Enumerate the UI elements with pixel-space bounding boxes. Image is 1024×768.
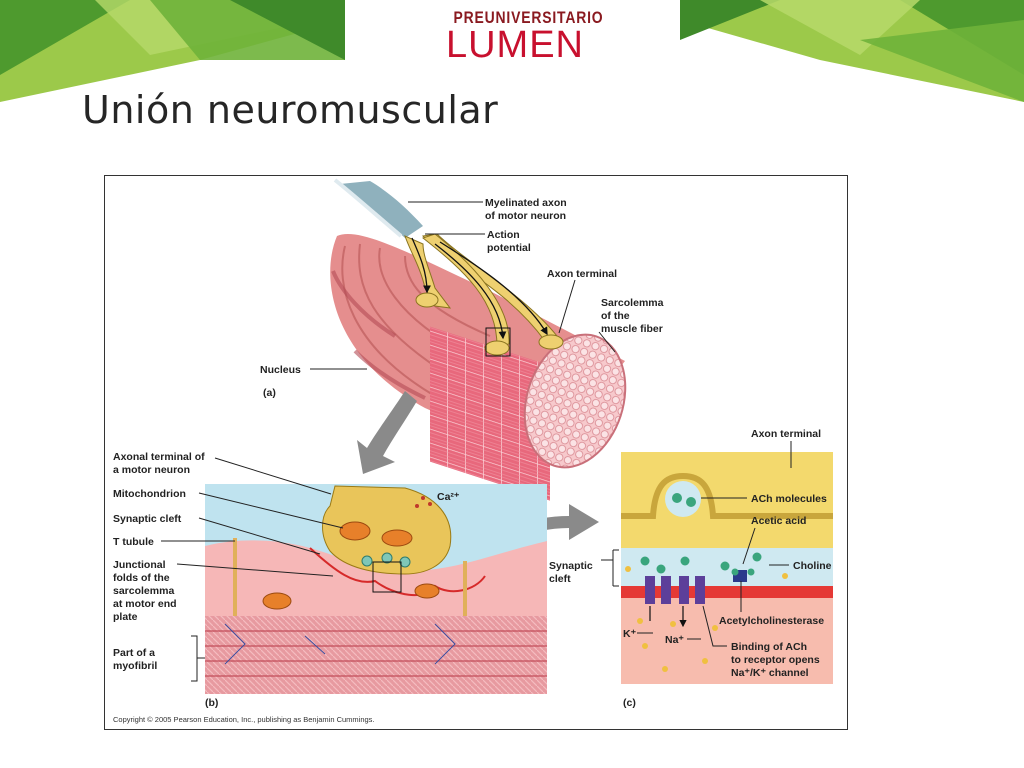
panel-c-membrane — [621, 586, 833, 598]
label-panel-a: (a) — [263, 387, 276, 399]
label-panel-b: (b) — [205, 697, 218, 709]
receptor-channel-2 — [679, 576, 705, 604]
label-acetic-acid: Acetic acid — [751, 515, 806, 527]
label-na-ion: Na⁺ — [665, 634, 684, 646]
fiber-cross-section — [523, 333, 627, 469]
label-synaptic-cleft-b: Synaptic cleft — [113, 513, 182, 525]
panel-c-labels: Axon terminal ACh molecules Acetic acid … — [549, 428, 832, 709]
panel-c-muscle-region — [621, 598, 833, 684]
right-corner-decoration — [680, 0, 1024, 102]
myofibril-grid — [430, 326, 550, 501]
label-ca: Ca²⁺ — [437, 491, 460, 503]
zoom-arrow-b-to-c — [423, 504, 599, 586]
myelinated-axon — [340, 181, 423, 238]
label-k-ion: K⁺ — [623, 628, 637, 640]
label-nucleus: Nucleus — [260, 364, 301, 376]
panel-b-motor-end-plate — [205, 484, 547, 694]
axonal-terminal-b — [322, 485, 452, 575]
lumen-logo: PREUNIVERSITARIO LUMEN — [440, 8, 604, 66]
logo-subtitle: PREUNIVERSITARIO — [453, 8, 604, 27]
mitochondrion — [339, 521, 371, 541]
label-acetylcholinesterase: Acetylcholinesterase — [719, 615, 824, 627]
zoom-arrow-a-to-b — [357, 391, 417, 474]
panel-c-synapse-detail — [621, 452, 833, 684]
copyright-notice: Copyright © 2005 Pearson Education, Inc.… — [113, 715, 375, 724]
logo-wordmark: LUMEN — [445, 24, 585, 66]
left-corner-decoration — [0, 0, 345, 102]
axon-branches — [404, 235, 452, 309]
ach-molecule — [640, 556, 650, 566]
slide-title: Unión neuromuscular — [82, 88, 499, 132]
label-mitochondrion: Mitochondrion — [113, 488, 186, 500]
label-t-tubule: T tubule — [113, 536, 154, 548]
label-ach-molecules: ACh molecules — [751, 493, 827, 505]
panel-a-muscle-fiber — [330, 178, 627, 501]
receptor-channel-1 — [645, 576, 671, 604]
myofibril-band — [205, 616, 547, 694]
label-panel-c: (c) — [623, 697, 636, 709]
label-choline: Choline — [793, 560, 832, 572]
label-axon-terminal-c: Axon terminal — [751, 428, 821, 440]
label-axon-terminal-a: Axon terminal — [547, 268, 617, 280]
